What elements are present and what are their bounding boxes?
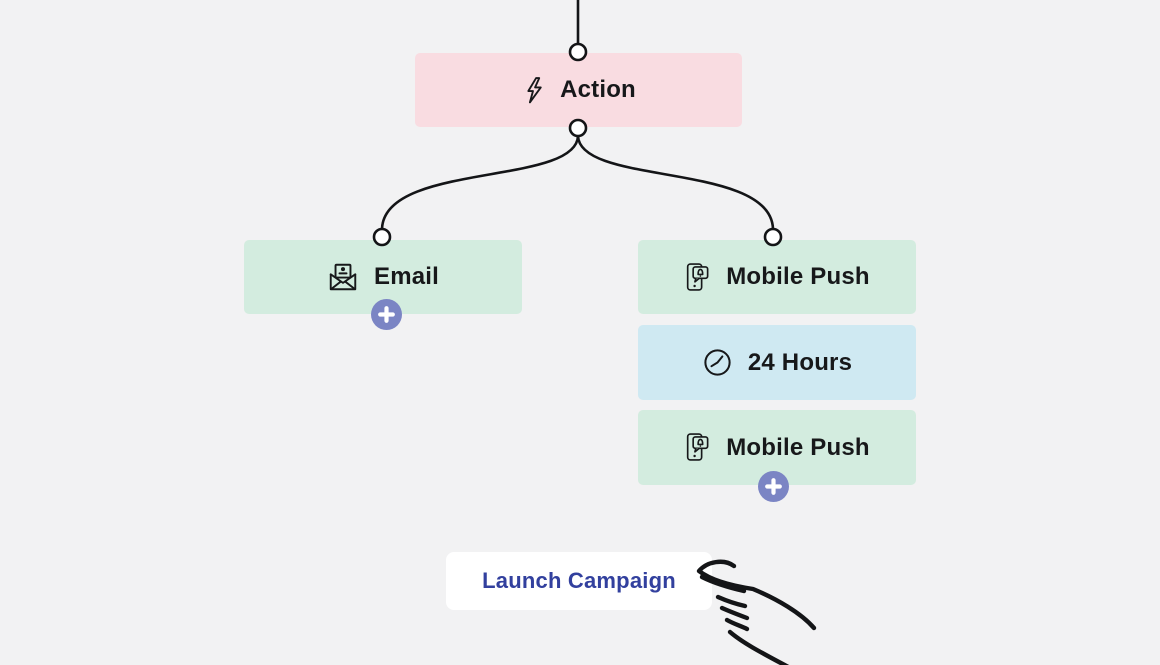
launch-campaign-button[interactable]: Launch Campaign bbox=[446, 552, 712, 610]
branch-curve-left bbox=[380, 134, 580, 231]
clock-icon bbox=[704, 349, 731, 376]
plus-icon bbox=[378, 306, 395, 323]
plus-icon bbox=[765, 478, 782, 495]
node-label: Mobile Push bbox=[726, 433, 870, 461]
add-step-button-email[interactable] bbox=[371, 299, 402, 330]
node-label: Mobile Push bbox=[726, 263, 870, 290]
lightning-icon bbox=[527, 76, 542, 103]
branch-curve-right bbox=[576, 134, 775, 231]
mobile-push-icon bbox=[687, 262, 709, 291]
launch-campaign-label: Launch Campaign bbox=[482, 568, 676, 593]
node-label: Action bbox=[560, 76, 636, 103]
flow-node-action[interactable]: Action bbox=[415, 53, 742, 127]
add-step-button-mobile-push[interactable] bbox=[758, 471, 789, 502]
mobile-push-icon bbox=[687, 433, 709, 461]
node-label: Email bbox=[373, 263, 440, 290]
flow-node-delay-24-hours[interactable]: 24 Hours bbox=[638, 325, 916, 400]
node-label: 24 Hours bbox=[747, 348, 853, 376]
flow-node-mobile-push-1[interactable]: Mobile Push bbox=[638, 240, 916, 314]
email-icon bbox=[329, 263, 357, 291]
